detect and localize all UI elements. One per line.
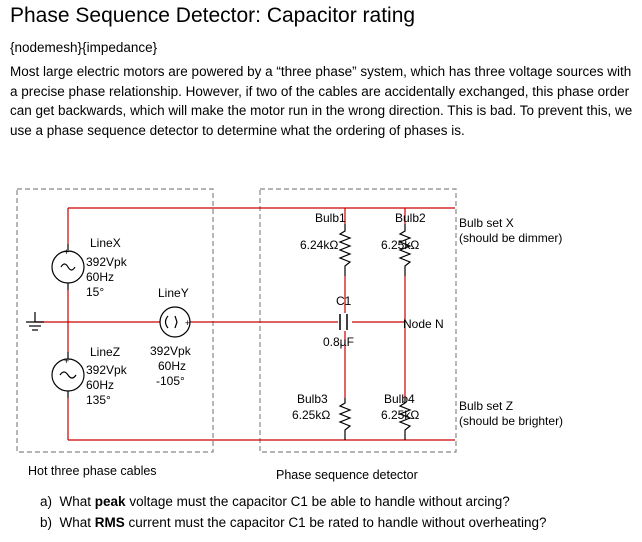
cap-value: 0.8µF [323, 335, 354, 349]
cap-name: C1 [336, 294, 352, 308]
question-list: a) What peak voltage must the capacitor … [40, 491, 547, 533]
linez-phase: 135° [86, 393, 111, 407]
bulb2-name: Bulb2 [395, 211, 426, 225]
ground-icon [26, 312, 44, 331]
question-b-label: b) [40, 515, 53, 530]
circuit-diagram: + LineX 392Vpk 60Hz 15° + LineY 392Vpk 6… [16, 188, 563, 482]
linez-name: LineZ [90, 345, 120, 359]
bulb3-name: Bulb3 [297, 392, 328, 406]
bulb3-resistor-icon [338, 398, 352, 440]
bulb1-resistor-icon [338, 224, 352, 276]
hot-cables-box [16, 188, 214, 453]
linex-freq: 60Hz [86, 270, 114, 284]
liney-name: LineY [158, 286, 189, 300]
topic-tags: {nodemesh}{impedance} [10, 40, 158, 55]
liney-voltage: 392Vpk [150, 344, 192, 358]
bulb4-name: Bulb4 [384, 392, 415, 406]
question-a-post: voltage must the capacitor C1 be able to… [125, 494, 510, 509]
linex-source-icon [51, 244, 85, 290]
bulb-set-z-line2: (should be brighter) [459, 414, 563, 428]
question-b-pre: What [59, 515, 95, 530]
bulb4-resistor-icon [398, 398, 412, 440]
question-a-bold: peak [94, 494, 126, 509]
linez-freq: 60Hz [86, 378, 114, 392]
node-n-label: Node N [403, 317, 444, 331]
liney-source-icon [159, 306, 191, 338]
liney-phase: -105° [156, 374, 185, 388]
linex-voltage: 392Vpk [86, 255, 128, 269]
wires [35, 207, 455, 441]
page-title: Phase Sequence Detector: Capacitor ratin… [10, 4, 416, 27]
liney-freq: 60Hz [158, 359, 186, 373]
linez-source-icon [51, 352, 85, 398]
bulb4-value: 6.25kΩ [381, 408, 419, 422]
linez-voltage: 392Vpk [86, 363, 128, 377]
bulb2-value: 6.25kΩ [381, 238, 419, 252]
question-a-label: a) [40, 494, 53, 509]
capacitor-icon [338, 313, 352, 331]
bulb-set-x-line2: (should be dimmer) [459, 231, 562, 245]
bulb1-name: Bulb1 [315, 211, 346, 225]
linex-phase: 15° [86, 285, 104, 299]
linex-name: LineX [90, 236, 121, 250]
linez-plus-icon: + [64, 356, 69, 366]
question-b: b) What RMS current must the capacitor C… [40, 512, 547, 533]
question-a-pre: What [59, 494, 95, 509]
question-b-bold: RMS [94, 515, 125, 530]
question-b-post: current must the capacitor C1 be rated t… [124, 515, 547, 530]
bulb-set-z-line1: Bulb set Z [459, 399, 513, 413]
intro-paragraph: Most large electric motors are powered b… [10, 64, 633, 138]
bulb3-value: 6.25kΩ [292, 408, 330, 422]
bulb2-resistor-icon [398, 224, 412, 276]
liney-plus-icon: + [185, 318, 190, 328]
right-caption: Phase sequence detector [276, 468, 418, 482]
detector-box [259, 188, 457, 453]
linex-plus-icon: + [64, 247, 69, 257]
bulb-set-x-line1: Bulb set X [459, 216, 514, 230]
question-a: a) What peak voltage must the capacitor … [40, 491, 547, 512]
left-caption: Hot three phase cables [28, 464, 157, 478]
bulb1-value: 6.24kΩ [300, 238, 338, 252]
